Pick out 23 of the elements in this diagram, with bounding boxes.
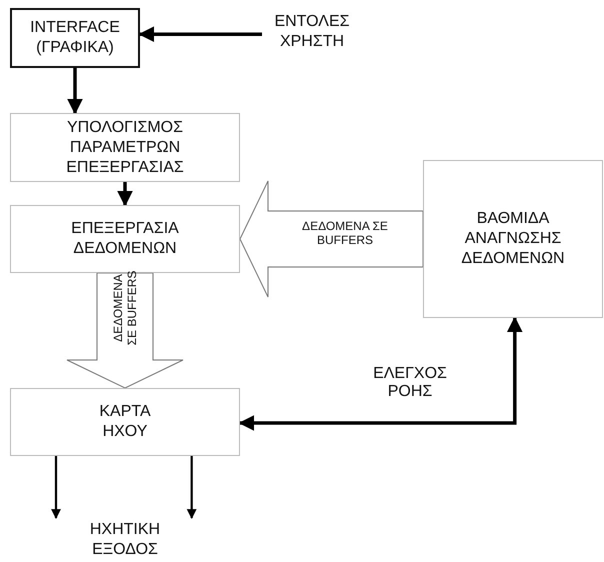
block-arrow [66, 272, 184, 389]
edge-label: ΔΕΔΟΜΕΝΑ ΣΕ BUFFERS [301, 219, 389, 247]
arrow [67, 68, 83, 115]
box-label: ΥΠΟΛΟΓΙΣΜΟΣ ΠΑΡΑΜΕΤΡΩΝ ΕΠΕΞΕΡΓΑΣΙΑΣ [65, 118, 185, 178]
box-label: ΚΑΡΤΑ ΗΧΟΥ [98, 402, 152, 442]
arrow [117, 182, 133, 207]
block-arrow [239, 180, 424, 298]
process-box [10, 8, 140, 68]
process-box [423, 160, 603, 318]
input-label: ΕΝΤΟΛΕΣ ΧΡΗΣΤΗ [273, 12, 351, 52]
arrow [238, 316, 523, 431]
edge-label: ΔΕΔΟΜΕΝΑ ΣΕ BUFFERS [111, 270, 139, 348]
arrow [186, 456, 197, 519]
arrow [51, 456, 61, 519]
output-label: ΗΧΗΤΙΚΗ ΕΞΟΔΟΣ [88, 520, 162, 560]
box-label: INTERFACE (ΓΡΑΦΙΚΑ) [29, 18, 121, 58]
box-label: ΒΑΘΜΙΔΑ ΑΝΑΓΝΩΣΗΣ ΔΕΔΟΜΕΝΩΝ [460, 209, 566, 269]
process-box [10, 205, 240, 273]
process-box [10, 388, 240, 456]
process-box [10, 113, 240, 182]
arrow [138, 26, 262, 42]
edge-label: ΕΛΕΓΧΟΣ ΡΟΗΣ [372, 365, 448, 401]
box-label: ΕΠΕΞΕΡΓΑΣΙΑ ΔΕΔΟΜΕΝΩΝ [70, 219, 180, 259]
